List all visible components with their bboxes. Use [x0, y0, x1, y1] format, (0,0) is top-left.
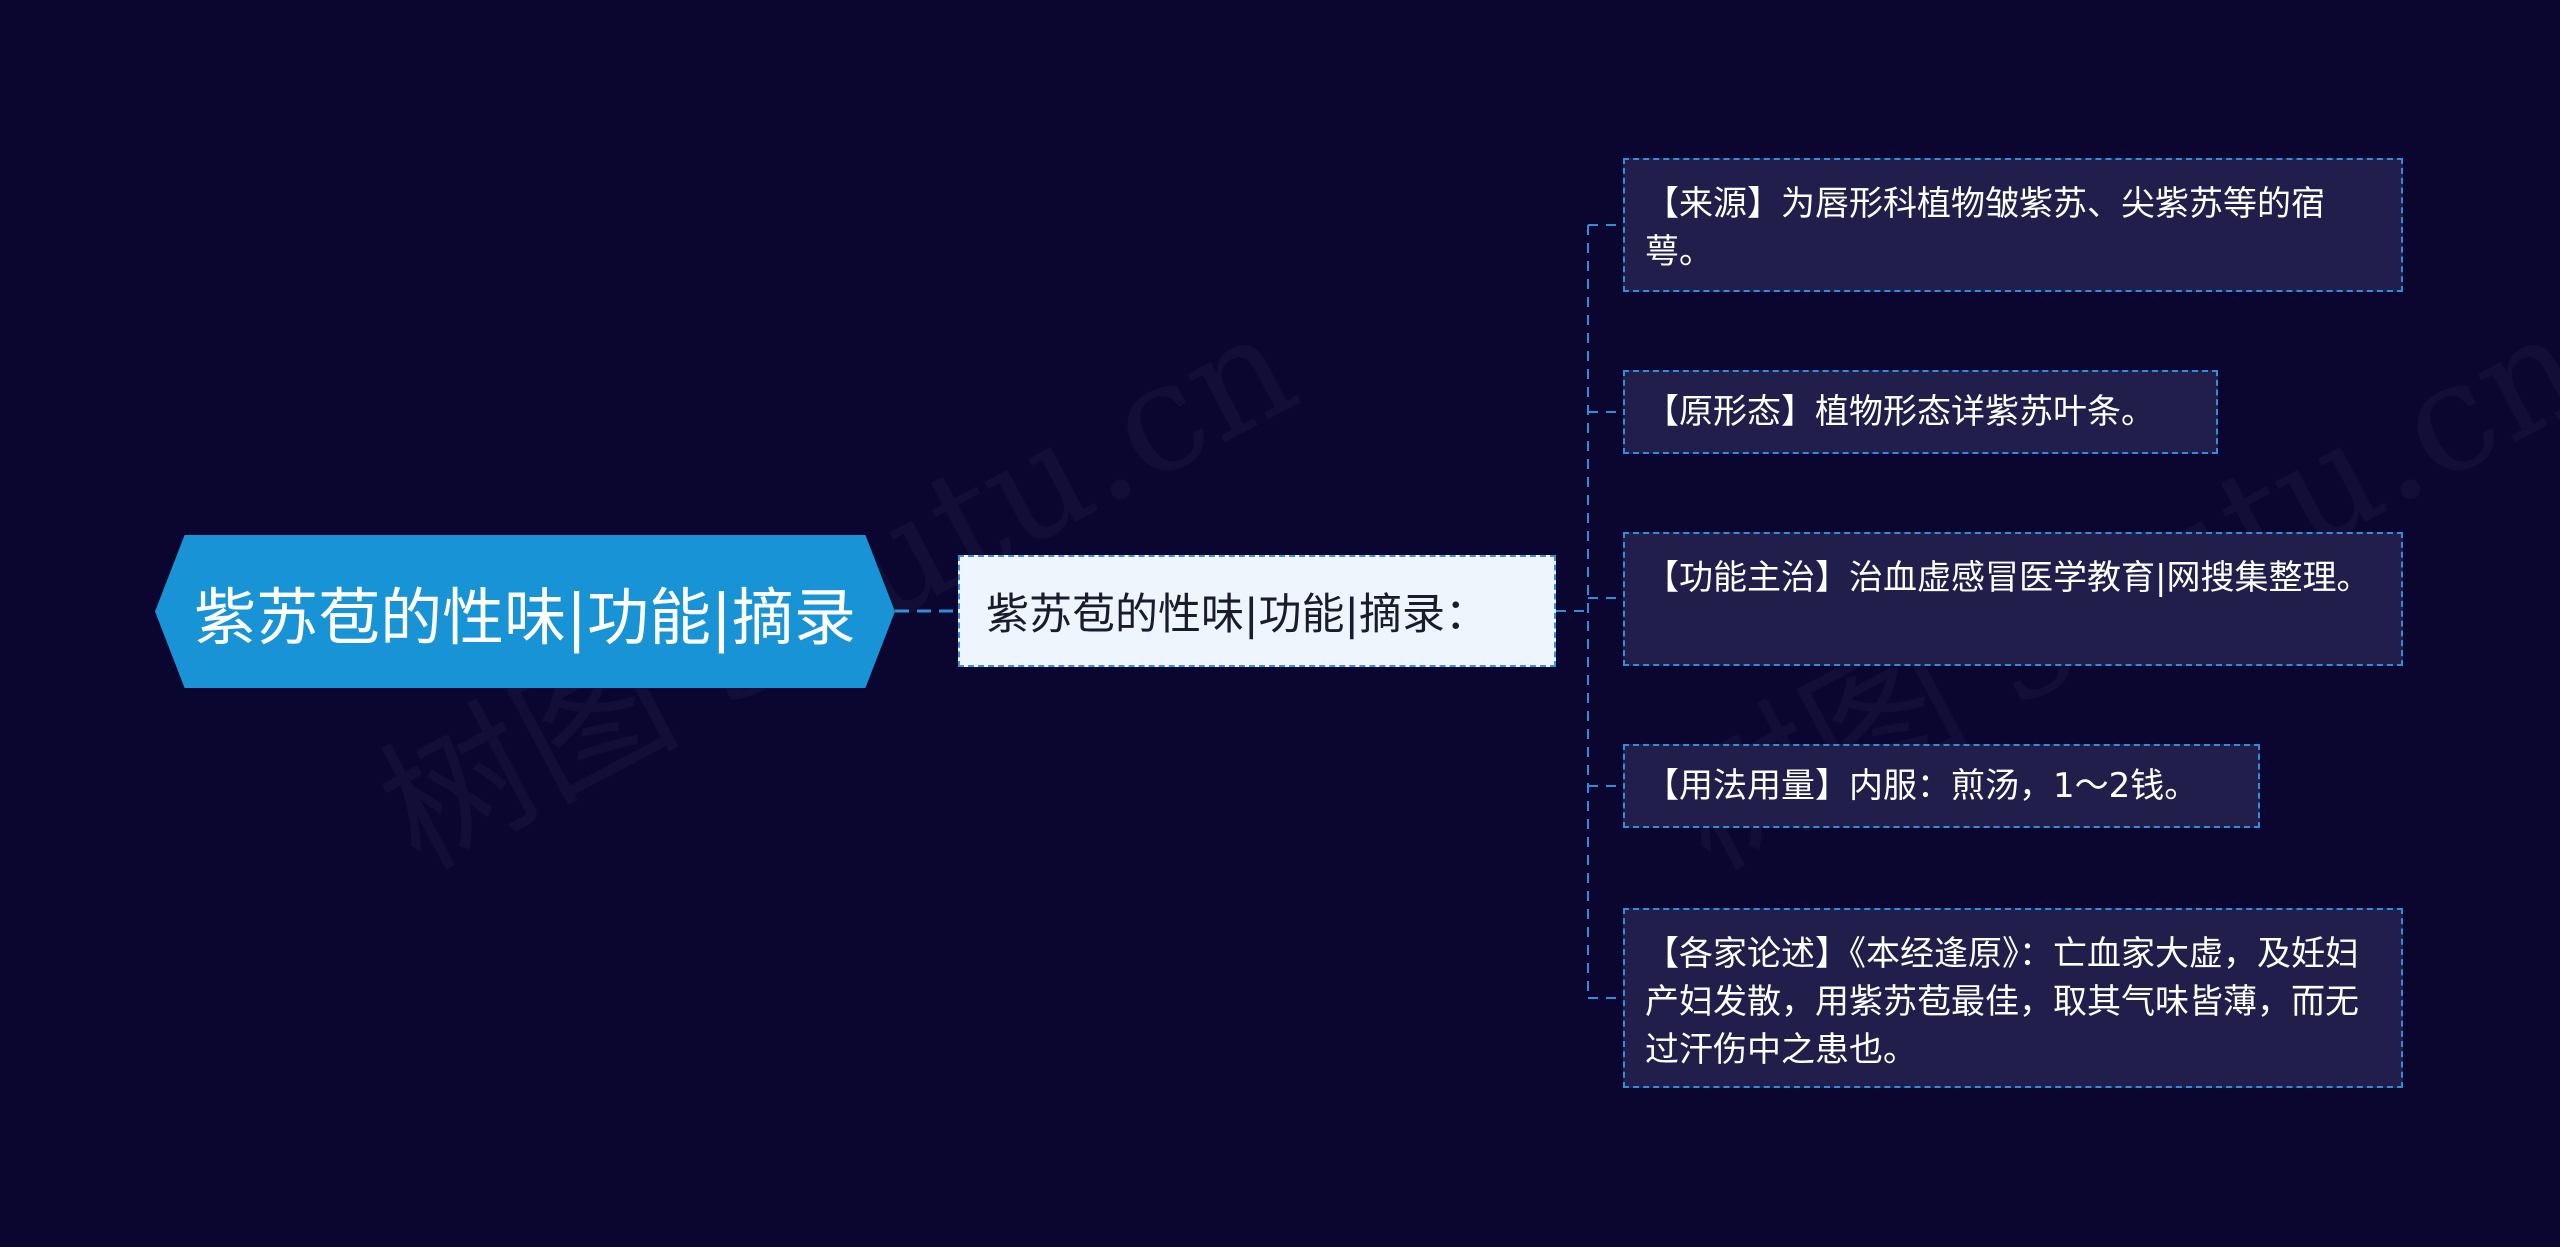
leaf-node-dosage[interactable]: 【用法用量】内服：煎汤，1～2钱。 — [1623, 744, 2260, 828]
branch-node[interactable]: 紫苏苞的性味|功能|摘录： — [958, 555, 1556, 667]
leaf-node-commentary[interactable]: 【各家论述】《本经逢原》：亡血家大虚，及妊妇产妇发散，用紫苏苞最佳，取其气味皆薄… — [1623, 908, 2403, 1088]
root-node-label: 紫苏苞的性味|功能|摘录 — [194, 580, 856, 654]
leaf-node-text: 【用法用量】内服：煎汤，1～2钱。 — [1645, 766, 2199, 806]
leaf-node-text: 【原形态】植物形态详紫苏叶条。 — [1645, 392, 2155, 432]
leaf-node-text: 【功能主治】治血虚感冒医学教育|网搜集整理。 — [1645, 558, 2371, 598]
root-node[interactable]: 紫苏苞的性味|功能|摘录 — [155, 535, 895, 688]
leaf-node-morphology[interactable]: 【原形态】植物形态详紫苏叶条。 — [1623, 370, 2218, 454]
leaf-node-indications[interactable]: 【功能主治】治血虚感冒医学教育|网搜集整理。 — [1623, 532, 2403, 666]
branch-node-label: 紫苏苞的性味|功能|摘录： — [986, 590, 1488, 640]
leaf-node-text: 【来源】为唇形科植物皱紫苏、尖紫苏等的宿萼。 — [1645, 184, 2325, 272]
leaf-node-source[interactable]: 【来源】为唇形科植物皱紫苏、尖紫苏等的宿萼。 — [1623, 158, 2403, 292]
leaf-node-text: 【各家论述】《本经逢原》：亡血家大虚，及妊妇产妇发散，用紫苏苞最佳，取其气味皆薄… — [1645, 934, 2359, 1070]
